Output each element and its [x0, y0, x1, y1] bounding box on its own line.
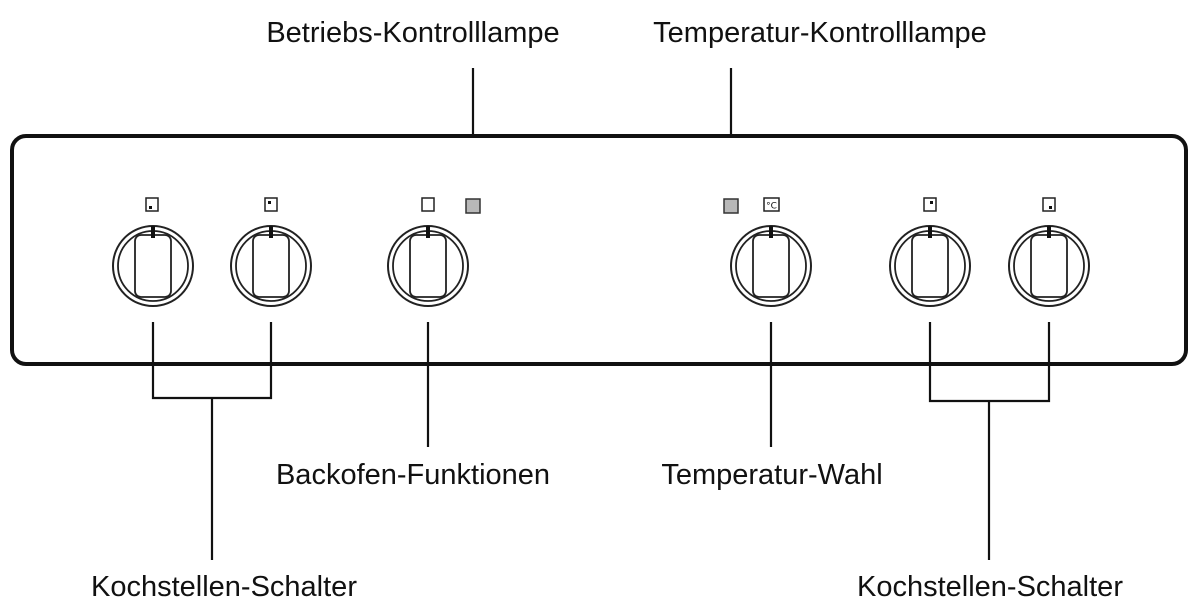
- label-temperatur-wahl: Temperatur-Wahl: [661, 459, 882, 491]
- label-kochstellen-schalter-right: Kochstellen-Schalter: [857, 571, 1123, 603]
- hob-zone-marker: [149, 206, 152, 209]
- label-backofen-funktionen: Backofen-Funktionen: [276, 459, 550, 491]
- knob-indicator: [928, 226, 932, 238]
- knob-indicator: [426, 226, 430, 238]
- hob-zone-marker: [930, 201, 933, 204]
- temperature-icon: [763, 197, 780, 212]
- temperatur-lamp: [723, 198, 739, 214]
- hob-zone-front-right-icon: [1042, 197, 1056, 212]
- hob-switch-knob-1[interactable]: [112, 197, 194, 307]
- label-betriebs-kontrolllampe: Betriebs-Kontrolllampe: [266, 17, 559, 49]
- hob-switch-knob-2[interactable]: [230, 197, 312, 307]
- label-temperatur-kontrolllampe: Temperatur-Kontrolllampe: [653, 17, 987, 49]
- hob-zone-front-left-icon: [145, 197, 159, 212]
- knob-indicator: [769, 226, 773, 238]
- hob-zone-rear-right-icon: [923, 197, 937, 212]
- temperature-knob[interactable]: °C: [730, 197, 812, 307]
- oven-function-knob[interactable]: [387, 197, 469, 307]
- knob-indicator: [269, 226, 273, 238]
- control-panel: [10, 134, 1188, 366]
- betriebs-lamp: [465, 198, 481, 214]
- hob-zone-rear-left-icon: [264, 197, 278, 212]
- knob-indicator: [151, 226, 155, 238]
- label-kochstellen-schalter-left: Kochstellen-Schalter: [91, 571, 357, 603]
- knob-indicator: [1047, 226, 1051, 238]
- hob-zone-marker: [1049, 206, 1052, 209]
- oven-function-icon: [421, 197, 435, 212]
- hob-switch-knob-4[interactable]: [1008, 197, 1090, 307]
- hob-switch-knob-3[interactable]: [889, 197, 971, 307]
- hob-zone-marker: [268, 201, 271, 204]
- temperature-symbol: °C: [766, 202, 777, 212]
